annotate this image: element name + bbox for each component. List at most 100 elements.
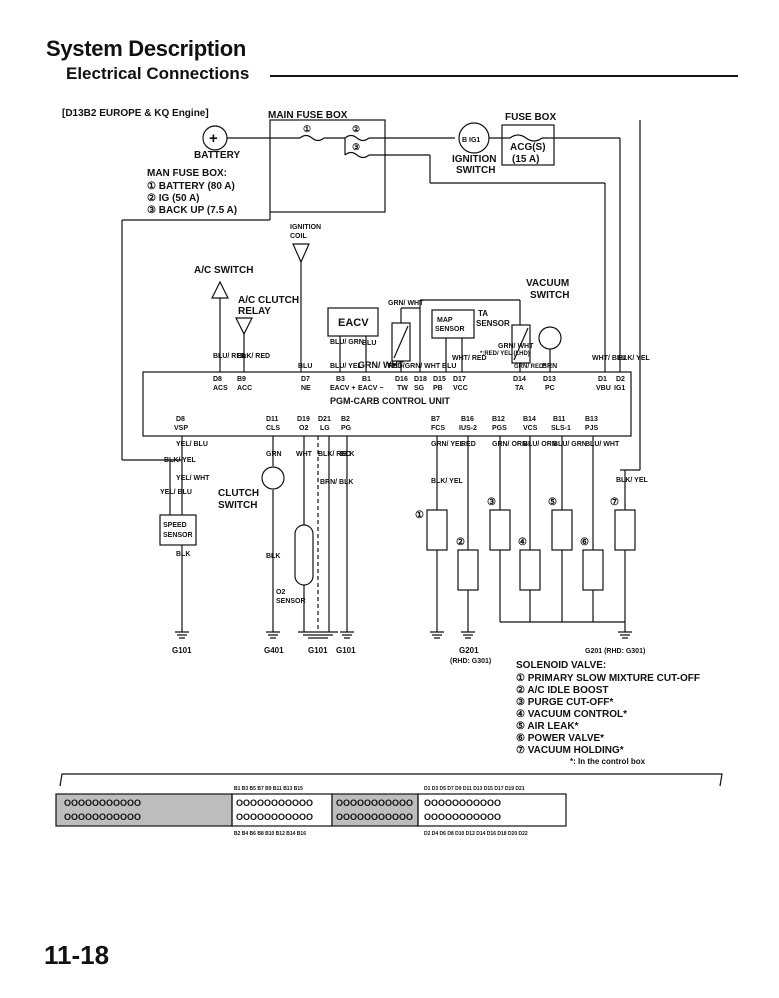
wire-color-bot-19: BLK bbox=[176, 551, 190, 558]
solenoid-num-1: ① bbox=[415, 510, 424, 521]
ignition-coil-label-2: COIL bbox=[290, 233, 307, 240]
connector-label-top-left: B1 B3 B5 B7 B9 B11 B13 B15 bbox=[234, 786, 303, 792]
ground-symbols bbox=[175, 631, 632, 639]
cu-bot-pin-8: B12 bbox=[492, 416, 505, 423]
ground-label-4: G101 bbox=[336, 646, 356, 655]
solenoid-legend-note: *: In the control box bbox=[570, 757, 646, 766]
wire-color-top-9: RED/GRN/ WHT BLU bbox=[388, 363, 456, 370]
vacuum-switch-label-2: SWITCH bbox=[530, 290, 569, 301]
main-fuse-box-label: MAIN FUSE BOX bbox=[268, 110, 348, 121]
ground-label-2: G401 bbox=[264, 646, 284, 655]
cu-top-name-4: EACV + bbox=[330, 385, 355, 392]
solenoid-6-symbol bbox=[582, 549, 604, 591]
cu-bot-name-11: PJS bbox=[585, 425, 599, 432]
solenoid-4-symbol bbox=[519, 549, 541, 591]
solenoid-legend-item-2: ② A/C IDLE BOOST bbox=[516, 685, 609, 696]
wire-color-top-4: BLU/ GRN bbox=[330, 339, 364, 346]
cu-top-pin-1: D8 bbox=[213, 376, 222, 383]
wire-color-top-8: GRN/ WHT bbox=[388, 300, 424, 307]
battery-plus-sign: + bbox=[209, 130, 218, 147]
wire-color-bot-2: BLK/ YEL bbox=[164, 457, 196, 464]
solenoid-legend-item-3: ③ PURGE CUT-OFF* bbox=[516, 697, 613, 708]
wire-color-bot-15: BLU/ ORN bbox=[523, 441, 557, 448]
solenoid-num-2: ② bbox=[456, 537, 465, 548]
ground-label-3: G101 bbox=[308, 646, 328, 655]
fuse-rating: (15 A) bbox=[512, 154, 539, 165]
vacuum-switch-symbol bbox=[538, 326, 562, 350]
eacv-label: EACV bbox=[338, 317, 369, 329]
wire-color-top-6: BLU bbox=[362, 340, 376, 347]
man-fuse-legend-title: MAN FUSE BOX: bbox=[147, 168, 227, 179]
ignition-terminal-label: B IG1 bbox=[462, 137, 480, 144]
page-number: 11-18 bbox=[44, 940, 110, 970]
cu-bot-name-2: CLS bbox=[266, 425, 280, 432]
solenoid-legend-title: SOLENOID VALVE: bbox=[516, 660, 606, 671]
ignition-coil-label-1: IGNITION bbox=[290, 224, 321, 231]
wire-color-bot-18: BLK/ YEL bbox=[616, 477, 648, 484]
map-sensor-label-2: SENSOR bbox=[435, 326, 465, 333]
wire-color-top-16: BLK/ YEL bbox=[618, 355, 650, 362]
clutch-switch-label-1: CLUTCH bbox=[218, 488, 259, 499]
ignition-switch-label-2: SWITCH bbox=[456, 165, 495, 176]
connector-pins-row-8: OOOOOOOOOOO bbox=[424, 812, 501, 822]
solenoid-legend-item-1: ① PRIMARY SLOW MIXTURE CUT-OFF bbox=[516, 673, 700, 684]
wire-color-bot-17: BLU/ WHT bbox=[585, 441, 620, 448]
man-fuse-legend-item-3: ③ BACK UP (7.5 A) bbox=[147, 205, 237, 216]
speed-sensor-label-2: SENSOR bbox=[163, 532, 193, 539]
cu-bot-pin-11: B13 bbox=[585, 416, 598, 423]
o2-sensor-label-1: O2 bbox=[276, 589, 285, 596]
cu-top-pin-13: D2 bbox=[616, 376, 625, 383]
wire-color-bot-9: BLK bbox=[340, 451, 354, 458]
cu-bot-name-4: LG bbox=[320, 425, 330, 432]
cu-bot-pin-5: B2 bbox=[341, 416, 350, 423]
wire-color-top-15: WHT/ BLU bbox=[592, 355, 626, 362]
solenoid-num-6: ⑥ bbox=[580, 537, 589, 548]
ground-label-6: (RHD: G301) bbox=[450, 658, 491, 665]
solenoid-legend-item-6: ⑥ POWER VALVE* bbox=[516, 733, 604, 744]
wire-color-bot-14: GRN/ ORN bbox=[492, 441, 527, 448]
main-fuse-num-2: ② bbox=[352, 124, 360, 134]
cu-top-pin-6: D16 bbox=[395, 376, 408, 383]
cu-bot-pin-10: B11 bbox=[553, 416, 566, 423]
wire-color-top-10: WHT/ RED bbox=[452, 355, 487, 362]
solenoid-num-7: ⑦ bbox=[610, 497, 619, 508]
ground-label-7: G201 (RHD: G301) bbox=[585, 648, 645, 655]
wire-color-bot-6: BLK bbox=[266, 553, 280, 560]
ac-clutch-relay-label-1: A/C CLUTCH bbox=[238, 295, 299, 306]
solenoid-3-symbol bbox=[489, 509, 511, 551]
cu-top-pin-10: D14 bbox=[513, 376, 526, 383]
subtitle-rule bbox=[270, 75, 738, 77]
cu-top-name-1: ACS bbox=[213, 385, 228, 392]
o2-sensor-label-2: SENSOR bbox=[276, 598, 306, 605]
fuse-box bbox=[501, 124, 555, 166]
wire-color-bot-4: YEL/ BLU bbox=[160, 489, 192, 496]
ac-switch-label: A/C SWITCH bbox=[194, 265, 253, 276]
cu-top-pin-3: D7 bbox=[301, 376, 310, 383]
wire-color-top-13: GRN/ RED* bbox=[514, 364, 546, 370]
wire-color-bot-7: WHT bbox=[296, 451, 313, 458]
cu-top-pin-11: D13 bbox=[543, 376, 556, 383]
wire-color-top-3: BLU bbox=[298, 363, 312, 370]
wire-color-bot-8: BLK/ RED bbox=[318, 451, 351, 458]
solenoid-legend-item-7: ⑦ VACUUM HOLDING* bbox=[516, 745, 624, 756]
ignition-switch-label-1: IGNITION bbox=[452, 154, 496, 165]
cu-top-name-8: PB bbox=[433, 385, 443, 392]
wire-color-top-11: GRN/ WHT bbox=[498, 343, 534, 350]
main-fuse-box bbox=[269, 119, 386, 213]
wire-color-top-14: BRN bbox=[542, 363, 557, 370]
solenoid-num-5: ⑤ bbox=[548, 497, 557, 508]
solenoid-num-3: ③ bbox=[487, 497, 496, 508]
connector-label-bottom-left: B2 B4 B6 B8 B10 B12 B14 B16 bbox=[234, 831, 306, 837]
ground-label-5: G201 bbox=[459, 646, 479, 655]
solenoid-7-symbol bbox=[614, 509, 636, 551]
cu-top-pin-7: D18 bbox=[414, 376, 427, 383]
main-fuse-num-1: ① bbox=[303, 124, 311, 134]
wire-color-bot-16: BLU/ GRN bbox=[553, 441, 587, 448]
cu-top-pin-8: D15 bbox=[433, 376, 446, 383]
solenoid-5-symbol bbox=[551, 509, 573, 551]
cu-bot-pin-3: D19 bbox=[297, 416, 310, 423]
man-fuse-legend-item-1: ① BATTERY (80 A) bbox=[147, 181, 235, 192]
cu-bot-pin-7: B16 bbox=[461, 416, 474, 423]
ignition-coil-symbol bbox=[292, 243, 310, 264]
